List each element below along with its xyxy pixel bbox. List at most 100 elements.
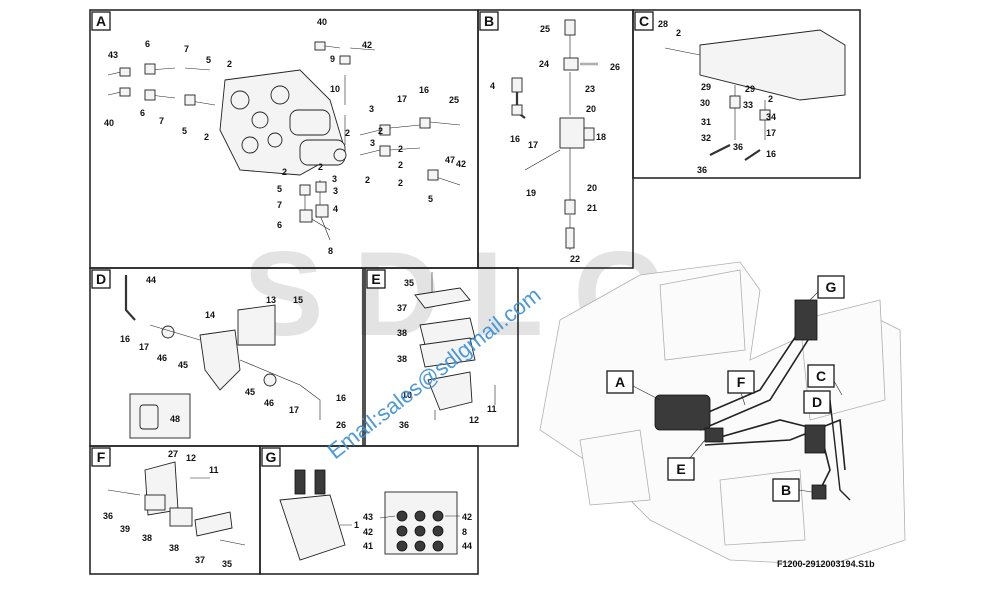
part-number-label: 7 [277, 200, 282, 210]
callout-d: D [803, 390, 831, 414]
panel-c: C 28 2 29 29 30 33 2 34 31 17 32 36 16 3… [632, 9, 861, 179]
part-number-label: 25 [449, 95, 459, 105]
machine-overview [539, 261, 906, 566]
part-number-label: 42 [362, 40, 372, 50]
part-number-label: 25 [540, 24, 550, 34]
part-number-label: 48 [170, 414, 180, 424]
callout-letter: C [816, 368, 826, 384]
part-number-label: 2 [345, 128, 350, 138]
part-number-label: 5 [182, 126, 187, 136]
panel-f: F 27 12 11 36 39 38 38 37 35 [89, 445, 261, 575]
part-number-label: 3 [370, 138, 375, 148]
part-number-label: 14 [205, 310, 215, 320]
part-number-label: 34 [766, 112, 776, 122]
panel-d: D 44 13 15 14 16 17 46 45 45 46 17 16 26… [89, 267, 364, 447]
callout-letter: F [737, 374, 746, 390]
part-number-label: 5 [206, 55, 211, 65]
part-number-label: 47 [445, 155, 455, 165]
callout-b: B [772, 478, 813, 502]
part-number-label: 19 [526, 188, 536, 198]
panel-b-letter: B [484, 13, 494, 29]
part-number-label: 36 [733, 142, 743, 152]
part-number-label: 10 [402, 390, 412, 400]
callout-letter: E [676, 461, 685, 477]
part-number-label: 10 [330, 84, 340, 94]
part-number-label: 2 [282, 167, 287, 177]
part-number-label: 38 [397, 328, 407, 338]
part-number-label: 16 [336, 393, 346, 403]
callout-letter: G [826, 279, 837, 295]
part-number-label: 3 [333, 186, 338, 196]
part-number-label: 8 [462, 527, 467, 537]
part-number-label: 28 [658, 19, 668, 29]
part-number-label: 16 [510, 134, 520, 144]
part-number-label: 2 [768, 94, 773, 104]
part-number-label: 16 [419, 85, 429, 95]
part-number-label: 44 [462, 541, 472, 551]
part-number-label: 36 [399, 420, 409, 430]
part-number-label: 2 [398, 178, 403, 188]
panel-g-letter: G [266, 449, 277, 465]
part-number-label: 37 [397, 303, 407, 313]
part-number-label: 32 [701, 133, 711, 143]
document-id: F1200-2912003194.S1b [777, 559, 875, 569]
callout-letter: A [615, 374, 625, 390]
part-number-label: 5 [428, 194, 433, 204]
part-number-label: 2 [227, 59, 232, 69]
part-number-label: 41 [363, 541, 373, 551]
part-number-label: 31 [701, 117, 711, 127]
part-number-label: 23 [585, 84, 595, 94]
part-number-label: 36 [697, 165, 707, 175]
part-number-label: 12 [469, 415, 479, 425]
part-number-label: 45 [245, 387, 255, 397]
part-number-label: 39 [120, 524, 130, 534]
part-number-label: 16 [120, 334, 130, 344]
part-number-label: 17 [139, 342, 149, 352]
part-number-label: 33 [743, 100, 753, 110]
part-number-label: 1 [354, 520, 359, 530]
part-number-label: 45 [178, 360, 188, 370]
part-number-label: 20 [586, 104, 596, 114]
callout-c: C [807, 364, 843, 396]
panel-a-letter: A [96, 13, 106, 29]
part-number-label: 3 [369, 104, 374, 114]
panel-e-letter: E [371, 271, 380, 287]
part-number-label: 15 [293, 295, 303, 305]
part-number-label: 40 [317, 17, 327, 27]
part-number-label: 6 [277, 220, 282, 230]
part-number-label: 11 [487, 404, 497, 414]
callout-a: A [606, 370, 661, 401]
part-number-label: 7 [159, 116, 164, 126]
part-number-label: 30 [700, 98, 710, 108]
part-number-label: 27 [168, 449, 178, 459]
part-number-label: 7 [184, 44, 189, 54]
part-number-label: 12 [186, 453, 196, 463]
part-number-label: 2 [676, 28, 681, 38]
part-number-label: 38 [169, 543, 179, 553]
part-number-label: 13 [266, 295, 276, 305]
part-number-label: 2 [398, 144, 403, 154]
part-number-label: 17 [766, 128, 776, 138]
port-grid [396, 510, 444, 552]
callout-letter: D [812, 394, 822, 410]
panel-a: A 40 42 43 6 7 5 2 [89, 9, 479, 269]
part-number-label: 42 [456, 159, 466, 169]
part-number-label: 21 [587, 203, 597, 213]
part-number-label: 36 [103, 511, 113, 521]
part-number-label: 11 [209, 465, 219, 475]
panel-d-letter: D [96, 271, 106, 287]
part-number-label: 2 [378, 126, 383, 136]
part-number-label: 18 [596, 132, 606, 142]
callout-e: E [667, 439, 706, 481]
callout-g: G [809, 275, 845, 301]
part-number-label: 2 [204, 132, 209, 142]
part-number-label: 6 [145, 39, 150, 49]
part-number-label: 17 [397, 94, 407, 104]
part-number-label: 4 [490, 81, 495, 91]
part-number-label: 16 [766, 149, 776, 159]
callout-letter: B [781, 482, 791, 498]
part-number-label: 17 [289, 405, 299, 415]
part-number-label: 42 [462, 512, 472, 522]
part-number-label: 26 [610, 62, 620, 72]
